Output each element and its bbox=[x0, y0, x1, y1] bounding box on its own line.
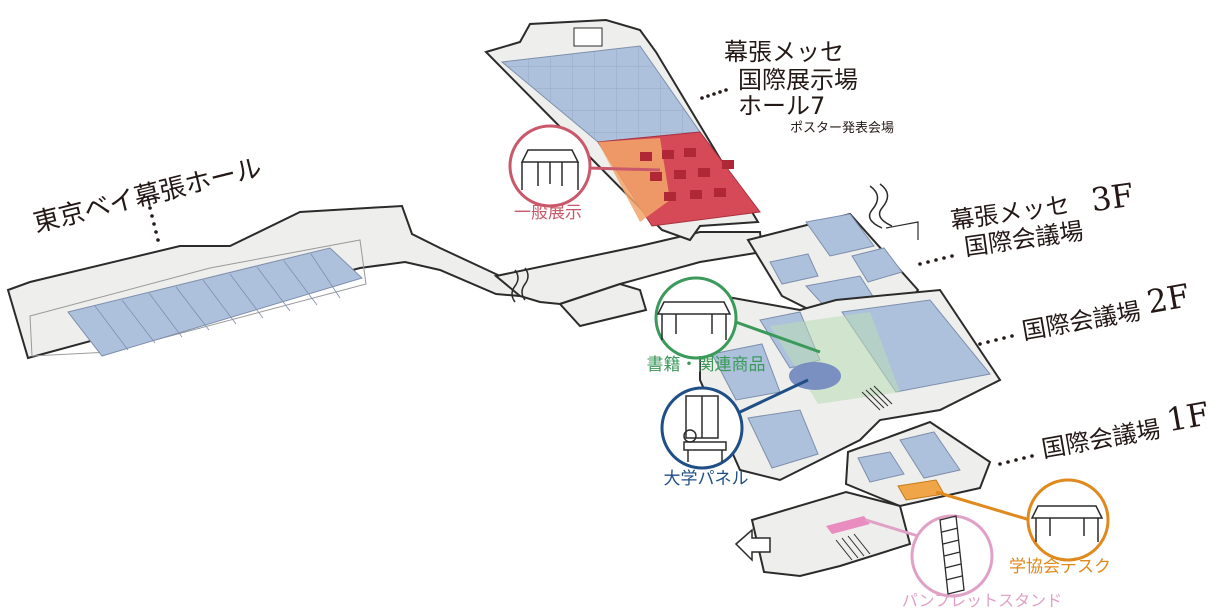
hall7-building[interactable] bbox=[484, 18, 761, 242]
conference-3f-building[interactable] bbox=[746, 183, 920, 322]
conf2f-floor: 2F bbox=[1144, 276, 1193, 321]
bay-hall-label: 東京ベイ幕張ホール bbox=[30, 153, 264, 239]
general-exhibit-label: 一般展示 bbox=[514, 203, 582, 223]
hall7-sub: ポスター発表会場 bbox=[790, 121, 894, 136]
pamphlet-stand-label: パンフレットスタンド bbox=[902, 591, 1062, 610]
conference-1f-label: 国際会議場 1F bbox=[1040, 394, 1213, 463]
conference-3f-label: 幕張メッセ 国際会議場 3F bbox=[949, 176, 1136, 262]
connecting-corridor bbox=[493, 231, 764, 328]
leader-lines bbox=[148, 88, 1034, 466]
university-panel-label: 大学パネル bbox=[664, 469, 749, 489]
entrance-arrow-icon[interactable] bbox=[734, 528, 771, 562]
table-icon bbox=[656, 301, 732, 340]
conf1f-line1: 国際会議場 bbox=[1040, 415, 1163, 463]
callout-pamphlet-stand[interactable]: パンフレットスタンド bbox=[865, 514, 1062, 610]
society-desk-label: 学協会デスク bbox=[1009, 556, 1111, 577]
conference-2f-label: 国際会議場 2F bbox=[1020, 276, 1193, 345]
booth-icon bbox=[520, 149, 580, 190]
conf2f-line1: 国際会議場 bbox=[1020, 297, 1143, 345]
conference-1f-building[interactable] bbox=[750, 420, 992, 578]
books-label: 書籍・関連商品 bbox=[647, 355, 766, 375]
hall7-line3: ホール7 bbox=[738, 92, 825, 120]
panel-board-icon bbox=[683, 395, 727, 462]
hall7-line1: 幕張メッセ bbox=[724, 38, 844, 66]
conf1f-floor: 1F bbox=[1164, 394, 1213, 439]
callout-books[interactable]: 書籍・関連商品 bbox=[647, 276, 821, 375]
hall7-line2: 国際展示場 bbox=[738, 66, 858, 94]
stand-rack-icon bbox=[939, 515, 965, 595]
hall7-label: 幕張メッセ 国際展示場 ホール7 ポスター発表会場 bbox=[724, 38, 894, 136]
conf3f-floor: 3F bbox=[1089, 176, 1136, 220]
callout-university-panel[interactable]: 大学パネル bbox=[660, 378, 809, 489]
callout-society-desk[interactable]: 学協会デスク bbox=[935, 478, 1111, 577]
table-icon bbox=[1030, 505, 1104, 542]
callout-general-exhibit[interactable]: 一般展示 bbox=[508, 124, 661, 223]
bay-hall-building[interactable] bbox=[6, 204, 521, 360]
